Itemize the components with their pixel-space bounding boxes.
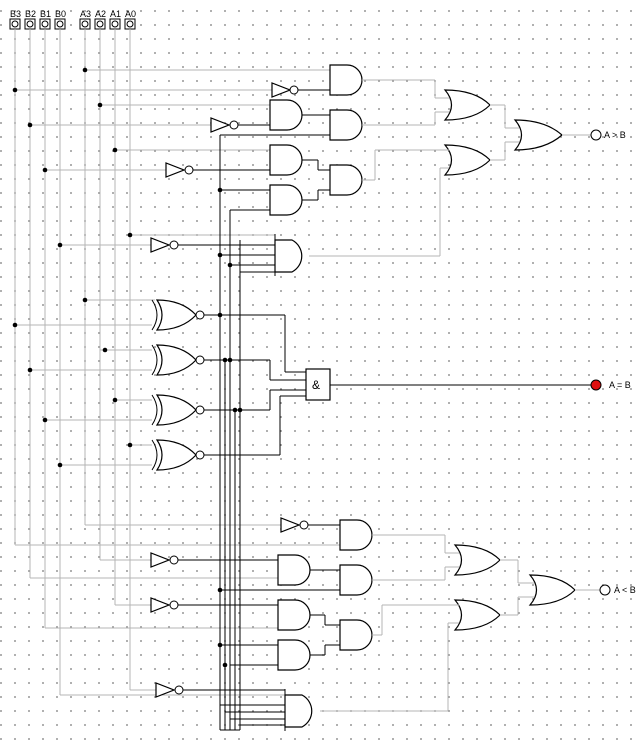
not-gate-b1 xyxy=(150,597,280,613)
gt-logic xyxy=(150,64,591,276)
not-gate-b3 xyxy=(280,517,309,533)
led-on-indicator xyxy=(590,379,602,391)
and-gate-lt-7 xyxy=(284,694,313,728)
xnor-gate-bit1 xyxy=(151,394,205,426)
or-gate-lt-2 xyxy=(453,599,501,631)
output-lt[interactable]: A < B xyxy=(599,584,636,596)
input-pin-a1[interactable]: A1 xyxy=(109,9,121,30)
or-gate-gt-final xyxy=(513,119,563,151)
xnor-gate-bit3 xyxy=(151,299,205,331)
input-label-b1: B1 xyxy=(40,9,51,19)
input-label-a2: A2 xyxy=(95,9,106,19)
and-gate-gt-4 xyxy=(269,144,303,176)
not-gate-b2 xyxy=(150,552,280,568)
or-gate-lt-final xyxy=(528,574,576,606)
and-gate-gt-7 xyxy=(274,239,303,273)
not-gate-a0 xyxy=(165,162,270,178)
and-symbol: & xyxy=(312,378,320,392)
equality-bus xyxy=(219,135,241,730)
output-label-eq: A = B xyxy=(609,380,631,390)
and-gate-gt-5 xyxy=(329,164,363,196)
input-label-a1: A1 xyxy=(110,9,121,19)
not-gate-b0 xyxy=(150,237,275,253)
not-gate-a2 xyxy=(271,82,330,98)
and-gate-lt-1 xyxy=(339,519,373,551)
input-pin-a2[interactable]: A2 xyxy=(94,9,106,30)
input-label-a0: A0 xyxy=(125,9,136,19)
and-gate-lt-4 xyxy=(277,599,311,631)
or-gate-gt-2 xyxy=(443,144,491,176)
input-label-a3: A3 xyxy=(80,9,91,19)
input-bus xyxy=(14,29,131,695)
output-gt[interactable]: A > B xyxy=(590,129,626,141)
not-gate-a0-lt xyxy=(155,682,285,698)
and-gate-gt-3 xyxy=(329,109,363,141)
and-gate-gt-6 xyxy=(269,184,303,216)
lt-logic xyxy=(150,517,600,731)
output-label-lt: A < B xyxy=(614,585,636,595)
output-eq[interactable]: A = B xyxy=(590,379,631,391)
or-gate-gt-1 xyxy=(443,89,491,121)
input-pin-b2[interactable]: B2 xyxy=(24,9,36,30)
and-gate-lt-5 xyxy=(339,619,373,651)
input-pins: B3 B2 B1 B0 A3 A2 A1 A0 xyxy=(9,9,136,30)
input-pin-b1[interactable]: B1 xyxy=(39,9,51,30)
and-gate-lt-2 xyxy=(277,554,311,586)
xnor-logic xyxy=(151,299,306,471)
and-gate-gt-2 xyxy=(269,99,303,131)
input-pin-b0[interactable]: B0 xyxy=(54,9,66,30)
xnor-gate-bit2 xyxy=(151,344,205,376)
bus-junctions xyxy=(12,67,133,468)
output-label-gt: A > B xyxy=(604,130,626,140)
input-pin-a3[interactable]: A3 xyxy=(79,9,91,30)
and-gate-lt-3 xyxy=(339,564,373,596)
input-pin-b3[interactable]: B3 xyxy=(9,9,21,30)
and-gate-gt-1 xyxy=(329,64,363,96)
xnor-gate-bit0 xyxy=(151,439,205,471)
input-label-b0: B0 xyxy=(55,9,66,19)
input-label-b2: B2 xyxy=(25,9,36,19)
or-gate-lt-1 xyxy=(453,544,501,576)
and-gate-lt-6 xyxy=(277,639,311,671)
input-label-b3: B3 xyxy=(10,9,21,19)
input-pin-a0[interactable]: A0 xyxy=(124,9,136,30)
not-gate-a1 xyxy=(210,117,270,133)
equality-and-gate: & xyxy=(305,368,591,401)
